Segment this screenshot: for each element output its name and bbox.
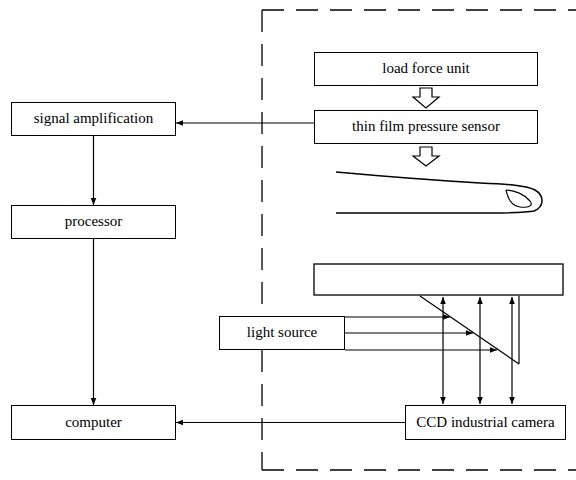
node-label: signal amplification [34,110,154,127]
connector-arrow [93,239,94,405]
fingernail [506,190,531,207]
process-box: load force unit [314,52,538,86]
node-label: thin film pressure sensor [352,118,500,135]
process-box: processor [11,205,176,239]
hollow-arrow [413,147,439,166]
dashed-boundary [262,10,576,470]
camera-box: CCD industrial camera [405,405,566,440]
node-label: processor [65,213,122,230]
connector-arrow [176,122,314,123]
glass-plate [314,264,563,295]
connector-arrow [93,136,94,205]
node-label: computer [65,414,122,431]
finger [336,172,542,213]
optical-path [345,296,519,404]
node-label: light source [247,324,317,341]
light-source-box: light source [219,316,345,350]
connector-arrow [413,88,439,108]
node-label: CCD industrial camera [416,414,554,431]
sensor-box: thin film pressure sensor [314,110,538,144]
node-label: load force unit [382,60,469,77]
process-box: signal amplification [11,102,176,136]
process-box: computer [11,405,176,440]
connector-arrow [176,422,405,423]
